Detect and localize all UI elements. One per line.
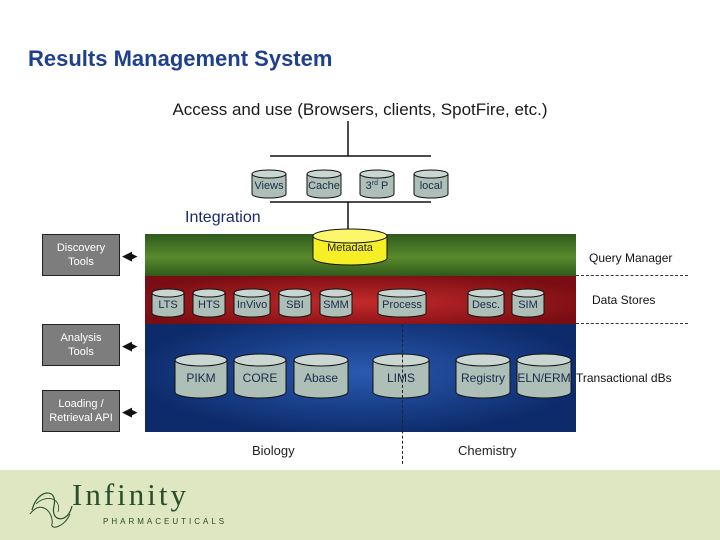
footer-band [0, 470, 720, 540]
bidirectional-arrow-icon: ◀▸ [122, 338, 138, 353]
process-label: Process [382, 299, 422, 311]
abase-label: Abase [304, 371, 338, 385]
abase-cylinder: Abase [293, 353, 349, 399]
desc-label: Desc. [472, 299, 500, 311]
cache-label: Cache [308, 180, 340, 192]
analysis-line1: Analysis [60, 332, 102, 344]
logo-subtitle: PHARMACEUTICALS [103, 517, 228, 526]
cache-cylinder: Cache [306, 169, 342, 199]
layer-divider [576, 323, 688, 324]
domain-divider [402, 324, 403, 464]
core-label: CORE [243, 371, 278, 385]
analysis-line2: Tools [68, 346, 94, 358]
lts-cylinder: LTS [151, 288, 185, 318]
data-stores-label: Data Stores [592, 293, 656, 307]
local-cylinder: local [413, 169, 449, 199]
bidirectional-arrow-icon: ◀▸ [122, 404, 138, 419]
desc-cylinder: Desc. [467, 288, 505, 318]
loading-retrieval-api-box[interactable]: Loading / Retrieval API [42, 390, 120, 432]
views-label: Views [254, 180, 284, 192]
integration-label: Integration [185, 209, 261, 226]
metadata-cylinder: Metadata [312, 228, 388, 266]
layer-divider [576, 275, 688, 276]
sim-cylinder: SIM [511, 288, 545, 318]
metadata-label: Metadata [327, 242, 374, 254]
bidirectional-arrow-icon: ◀▸ [122, 248, 138, 263]
transactional-label: Transactional dBs [576, 371, 672, 385]
lims-cylinder: LIMS [372, 353, 430, 399]
lims-label: LIMS [387, 371, 415, 385]
invivo-cylinder: InVivo [233, 288, 271, 318]
pikm-cylinder: PIKM [174, 353, 228, 399]
sbi-cylinder: SBI [278, 288, 312, 318]
sim-label: SIM [518, 299, 538, 311]
registry-label: Registry [461, 371, 505, 385]
local-label: local [420, 180, 443, 192]
infinity-swirl-icon [29, 492, 73, 528]
page-title: Results Management System [28, 46, 333, 71]
smm-cylinder: SMM [319, 288, 353, 318]
core-cylinder: CORE [233, 353, 287, 399]
hts-cylinder: HTS [192, 288, 226, 318]
hts-label: HTS [198, 299, 220, 311]
invivo-label: InVivo [237, 299, 267, 311]
lts-label: LTS [158, 299, 177, 311]
logo-wordmark: Infinity [72, 477, 189, 512]
chemistry-label: Chemistry [458, 443, 517, 458]
process-cylinder: Process [377, 288, 427, 318]
query-manager-label: Query Manager [589, 251, 673, 265]
sbi-label: SBI [286, 299, 304, 311]
loading-line1: Loading / [58, 398, 104, 410]
eln-erm-cylinder: ELN/ERM [516, 353, 572, 399]
loading-line2: Retrieval API [49, 412, 113, 424]
smm-label: SMM [323, 299, 349, 311]
pikm-label: PIKM [186, 371, 215, 385]
discovery-line1: Discovery [56, 242, 106, 254]
access-heading: Access and use (Browsers, clients, SpotF… [172, 100, 548, 119]
biology-label: Biology [252, 443, 295, 458]
discovery-line2: Tools [68, 256, 94, 268]
third-party-cylinder: 3rd P [359, 169, 395, 199]
registry-cylinder: Registry [455, 353, 511, 399]
eln-erm-label: ELN/ERM [517, 371, 570, 385]
views-cylinder: Views [251, 169, 287, 199]
third-party-label: 3rd P [366, 180, 389, 192]
